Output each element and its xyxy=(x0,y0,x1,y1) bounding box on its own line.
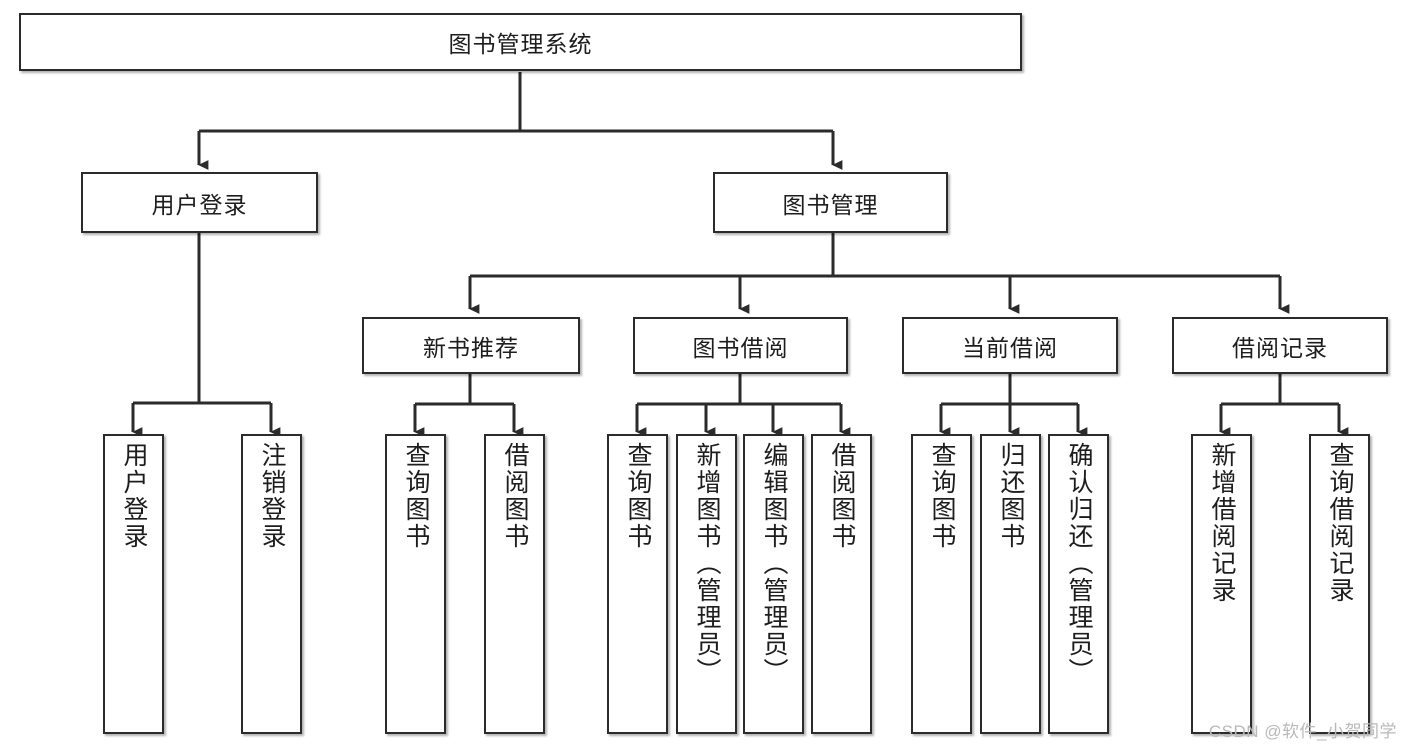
leaf-borrow-edit-book-admin[interactable]: 编辑图书（管理员） xyxy=(743,434,804,734)
node-label: 编辑图书（管理员） xyxy=(760,442,788,685)
leaf-borrow-query-book[interactable]: 查询图书 xyxy=(607,434,668,734)
node-label: 确认归还（管理员） xyxy=(1065,442,1093,685)
node-book-borrow[interactable]: 图书借阅 xyxy=(633,317,848,374)
node-book-management[interactable]: 图书管理 xyxy=(713,172,948,233)
leaf-records-query-record[interactable]: 查询借阅记录 xyxy=(1309,434,1370,734)
leaf-current-return-book[interactable]: 归还图书 xyxy=(980,434,1041,734)
node-current-borrow[interactable]: 当前借阅 xyxy=(902,317,1118,374)
leaf-records-add-record[interactable]: 新增借阅记录 xyxy=(1191,434,1252,734)
node-root-system[interactable]: 图书管理系统 xyxy=(19,13,1022,71)
leaf-user-login-logout[interactable]: 注销登录 xyxy=(241,434,302,734)
node-label: 注销登录 xyxy=(258,442,286,550)
leaf-recommend-query-book[interactable]: 查询图书 xyxy=(385,434,446,734)
leaf-current-confirm-return-admin[interactable]: 确认归还（管理员） xyxy=(1048,434,1109,734)
node-label: 借阅记录 xyxy=(1232,334,1328,361)
leaf-recommend-borrow-book[interactable]: 借阅图书 xyxy=(484,434,545,734)
node-label: 新书推荐 xyxy=(423,334,519,361)
node-new-book-recommend[interactable]: 新书推荐 xyxy=(362,317,580,374)
node-label: 新增借阅记录 xyxy=(1208,442,1236,604)
leaf-current-query-book[interactable]: 查询图书 xyxy=(911,434,972,734)
node-label: 借阅图书 xyxy=(501,442,529,550)
node-label: 查询图书 xyxy=(928,442,956,550)
node-label: 用户登录 xyxy=(120,442,148,550)
leaf-user-login-login[interactable]: 用户登录 xyxy=(103,434,164,734)
node-label: 图书借阅 xyxy=(692,334,789,361)
node-label: 归还图书 xyxy=(997,442,1025,550)
node-borrow-records[interactable]: 借阅记录 xyxy=(1172,317,1388,374)
node-label: 图书管理 xyxy=(782,191,879,218)
node-label: 查询借阅记录 xyxy=(1326,442,1354,604)
leaf-borrow-borrow-book[interactable]: 借阅图书 xyxy=(811,434,872,734)
node-label: 查询图书 xyxy=(624,442,652,550)
node-label: 图书管理系统 xyxy=(448,31,593,57)
node-label: 借阅图书 xyxy=(828,442,856,550)
node-label: 新增图书（管理员） xyxy=(693,442,721,685)
node-label: 用户登录 xyxy=(151,191,248,218)
node-user-login[interactable]: 用户登录 xyxy=(81,172,318,233)
node-label: 查询图书 xyxy=(402,442,430,550)
node-label: 当前借阅 xyxy=(962,334,1058,361)
leaf-borrow-add-book-admin[interactable]: 新增图书（管理员） xyxy=(676,434,737,734)
